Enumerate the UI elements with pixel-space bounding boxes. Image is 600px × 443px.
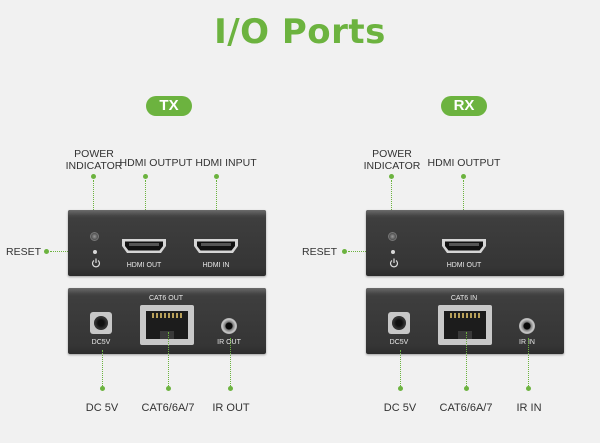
rx-cat6-in-port-label: CAT6 IN bbox=[450, 295, 478, 302]
tx-hdmi-in-port-label: HDMI IN bbox=[202, 262, 230, 269]
tx-ir-out-jack bbox=[221, 318, 237, 334]
tx-hdmi-output-dot bbox=[143, 174, 148, 179]
rx-front-panel: HDMI OUT bbox=[366, 210, 564, 276]
tx-dc-5v-label: DC 5V bbox=[85, 402, 119, 414]
tx-cat6-port bbox=[140, 305, 194, 345]
tx-cat6-out-port-label: CAT6 OUT bbox=[148, 295, 184, 302]
rx-ir-line bbox=[528, 338, 529, 386]
rx-rear-panel: DC5V CAT6 IN IR IN bbox=[366, 288, 564, 354]
tx-reset-button[interactable] bbox=[93, 250, 97, 254]
tx-cat6-dot bbox=[166, 386, 171, 391]
rx-hdmi-output-line bbox=[463, 180, 464, 232]
rx-hdmi-output-dot bbox=[461, 174, 466, 179]
rx-hdmi-output-label: HDMI OUTPUT bbox=[427, 157, 501, 169]
rx-hdmi-out-port bbox=[442, 239, 486, 253]
rx-cat6-line bbox=[466, 332, 467, 386]
tx-rear-panel: DC5V CAT6 OUT IR OUT bbox=[68, 288, 266, 354]
tx-ir-out-port-label: IR OUT bbox=[217, 339, 241, 346]
tx-power-indicator-label: POWER INDICATOR bbox=[65, 148, 123, 172]
rx-ir-dot bbox=[526, 386, 531, 391]
rx-reset-dot bbox=[342, 249, 347, 254]
rx-dc5v-port-label: DC5V bbox=[389, 339, 409, 346]
tx-hdmi-output-line bbox=[145, 180, 146, 232]
rx-power-dot bbox=[389, 174, 394, 179]
tx-front-panel: HDMI OUT HDMI IN bbox=[68, 210, 266, 276]
rx-badge: RX bbox=[441, 96, 487, 116]
tx-cat6-label: CAT6/6A/7 bbox=[141, 402, 195, 414]
rx-ir-in-jack bbox=[519, 318, 535, 334]
rx-dc-dot bbox=[398, 386, 403, 391]
power-icon bbox=[91, 258, 101, 268]
tx-dc5v-port-label: DC5V bbox=[91, 339, 111, 346]
tx-badge: TX bbox=[146, 96, 192, 116]
tx-hdmi-in-port bbox=[194, 239, 238, 253]
tx-hdmi-out-port bbox=[122, 239, 166, 253]
tx-power-led bbox=[90, 232, 99, 241]
tx-ir-out-label: IR OUT bbox=[212, 402, 250, 414]
tx-dc-line bbox=[102, 350, 103, 386]
tx-dc-jack bbox=[90, 312, 112, 334]
tx-ir-line bbox=[230, 338, 231, 386]
rx-ir-in-port-label: IR IN bbox=[519, 339, 535, 346]
tx-power-dot bbox=[91, 174, 96, 179]
power-icon bbox=[389, 258, 399, 268]
tx-hdmi-out-port-label: HDMI OUT bbox=[126, 262, 162, 269]
rx-hdmi-out-port-label: HDMI OUT bbox=[446, 262, 482, 269]
tx-hdmi-input-dot bbox=[214, 174, 219, 179]
rx-dc-jack bbox=[388, 312, 410, 334]
rx-cat6-port bbox=[438, 305, 492, 345]
rx-ir-in-label: IR IN bbox=[516, 402, 542, 414]
rx-reset-button[interactable] bbox=[391, 250, 395, 254]
tx-ir-dot bbox=[228, 386, 233, 391]
rx-dc-line bbox=[400, 350, 401, 386]
page-title: I/O Ports bbox=[214, 12, 386, 52]
rx-dc-5v-label: DC 5V bbox=[383, 402, 417, 414]
rx-power-indicator-label: POWER INDICATOR bbox=[363, 148, 421, 172]
tx-cat6-line bbox=[168, 332, 169, 386]
tx-hdmi-output-label: HDMI OUTPUT bbox=[119, 157, 193, 169]
tx-reset-dot bbox=[44, 249, 49, 254]
rx-power-led bbox=[388, 232, 397, 241]
tx-reset-label: RESET bbox=[6, 246, 42, 258]
tx-hdmi-input-label: HDMI INPUT bbox=[195, 157, 257, 169]
rx-cat6-dot bbox=[464, 386, 469, 391]
rx-reset-label: RESET bbox=[302, 246, 338, 258]
rx-power-line bbox=[391, 180, 392, 224]
tx-dc-dot bbox=[100, 386, 105, 391]
tx-power-line bbox=[93, 180, 94, 224]
rx-cat6-label: CAT6/6A/7 bbox=[439, 402, 493, 414]
tx-hdmi-input-line bbox=[216, 180, 217, 232]
